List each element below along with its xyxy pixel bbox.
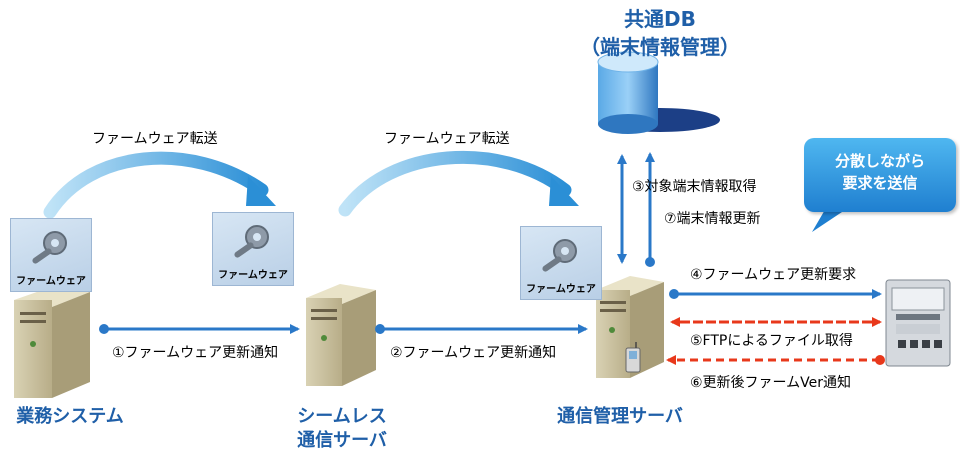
node-seamless-line2: 通信サーバ — [297, 430, 387, 451]
server-business-system — [14, 286, 90, 398]
gear-wrench-icon — [542, 239, 577, 272]
mobile-phone-icon — [625, 342, 641, 373]
step5-label: ⑤FTPによるファイル取得 — [690, 333, 853, 349]
step3-label: ③対象端末情報取得 — [632, 179, 757, 195]
callout-text: 分散しながら 要求を送信 — [834, 152, 925, 192]
step1-label: ①ファームウェア更新通知 — [112, 345, 279, 361]
database-icon — [597, 51, 720, 134]
firmware-tile-label: ファームウェア — [16, 276, 86, 287]
transfer-label-left: ファームウェア転送 — [92, 131, 218, 147]
arrow-step6 — [666, 355, 885, 365]
arrow-step7 — [645, 152, 655, 267]
callout-tail — [812, 208, 848, 232]
arrow-step1 — [99, 324, 300, 334]
node-comm-management: 通信管理サーバ — [557, 406, 683, 427]
firmware-tile-transfer: ファームウェア — [212, 212, 294, 286]
transfer-arrow-middle — [338, 150, 579, 217]
transfer-arrow-left — [43, 151, 276, 219]
firmware-tile-comm: ファームウェア — [520, 226, 602, 300]
firmware-tile-label: ファームウェア — [526, 284, 596, 295]
database-title: 共通DB — [624, 7, 696, 31]
step7-label: ⑦端末情報更新 — [664, 211, 761, 227]
gear-wrench-icon — [234, 225, 269, 258]
smart-meter-icon — [885, 279, 951, 367]
step4-label: ④ファームウェア更新要求 — [690, 267, 857, 283]
server-seamless — [306, 284, 376, 386]
arrow-step2 — [375, 324, 588, 334]
transfer-label-middle: ファームウェア転送 — [384, 131, 510, 147]
callout-bubble: 分散しながら 要求を送信 — [804, 138, 956, 212]
node-business-system: 業務システム — [16, 406, 124, 427]
database-subtitle: （端末情報管理） — [580, 35, 740, 59]
node-seamless-line1: シームレス — [297, 406, 387, 427]
firmware-tile-business: ファームウェア — [10, 218, 92, 292]
firmware-tile-label: ファームウェア — [218, 270, 288, 281]
arrow-step4 — [669, 289, 882, 299]
step6-label: ⑥更新後ファームVer通知 — [690, 375, 851, 391]
gear-wrench-icon — [32, 231, 67, 264]
step2-label: ②ファームウェア更新通知 — [390, 345, 557, 361]
